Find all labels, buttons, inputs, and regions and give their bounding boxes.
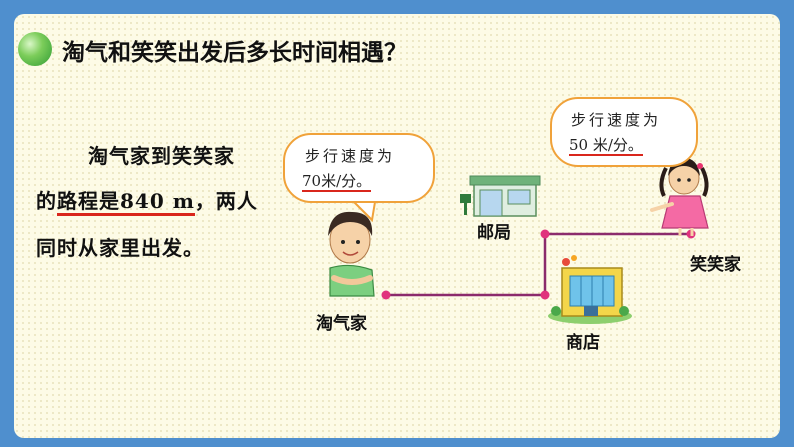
xiaoxiao-speech-line-2-wrap: 50 米/分。 xyxy=(569,134,643,156)
taoqi-speed: 70米/分。 xyxy=(302,172,372,192)
route-line xyxy=(386,232,691,297)
xiaoxiao-speed: 50 米/分。 xyxy=(569,136,643,156)
xiaoxiao-speech-bubble xyxy=(550,97,698,167)
node-taoqi-home xyxy=(381,290,391,300)
bullet-ball-icon xyxy=(18,32,52,66)
taoqi-speech-line-1: 步行速度为 xyxy=(305,147,396,165)
label-taoqi-home: 淘气家 xyxy=(316,314,367,334)
node-post-office xyxy=(540,229,550,239)
taoqi-speech-bubble xyxy=(283,133,435,203)
problem-line-2: 的路程是840 m，两人 xyxy=(36,185,258,216)
shop-icon xyxy=(548,255,632,324)
node-shop xyxy=(540,290,550,300)
problem-line-2-post: ，两人 xyxy=(194,189,258,213)
taoqi-speech-line-2-wrap: 70米/分。 xyxy=(302,170,372,192)
xiaoxiao-girl-figure xyxy=(650,158,709,236)
distance-underlined: 路程是840 m xyxy=(57,189,195,216)
label-xiaoxiao-home: 笑笑家 xyxy=(690,255,741,275)
problem-line-1: 淘气家到笑笑家 xyxy=(88,144,235,168)
problem-line-3: 同时从家里出发。 xyxy=(36,236,204,260)
problem-line-2-pre: 的 xyxy=(36,189,57,213)
taoqi-boy-figure xyxy=(328,211,375,297)
xiaoxiao-speech-line-1: 步行速度为 xyxy=(571,111,662,129)
page-title: 淘气和笑笑出发后多长时间相遇？ xyxy=(62,40,407,66)
slide-panel xyxy=(14,14,780,438)
label-post-office: 邮局 xyxy=(477,223,511,243)
post-office-icon xyxy=(460,175,541,217)
label-shop: 商店 xyxy=(566,333,600,353)
